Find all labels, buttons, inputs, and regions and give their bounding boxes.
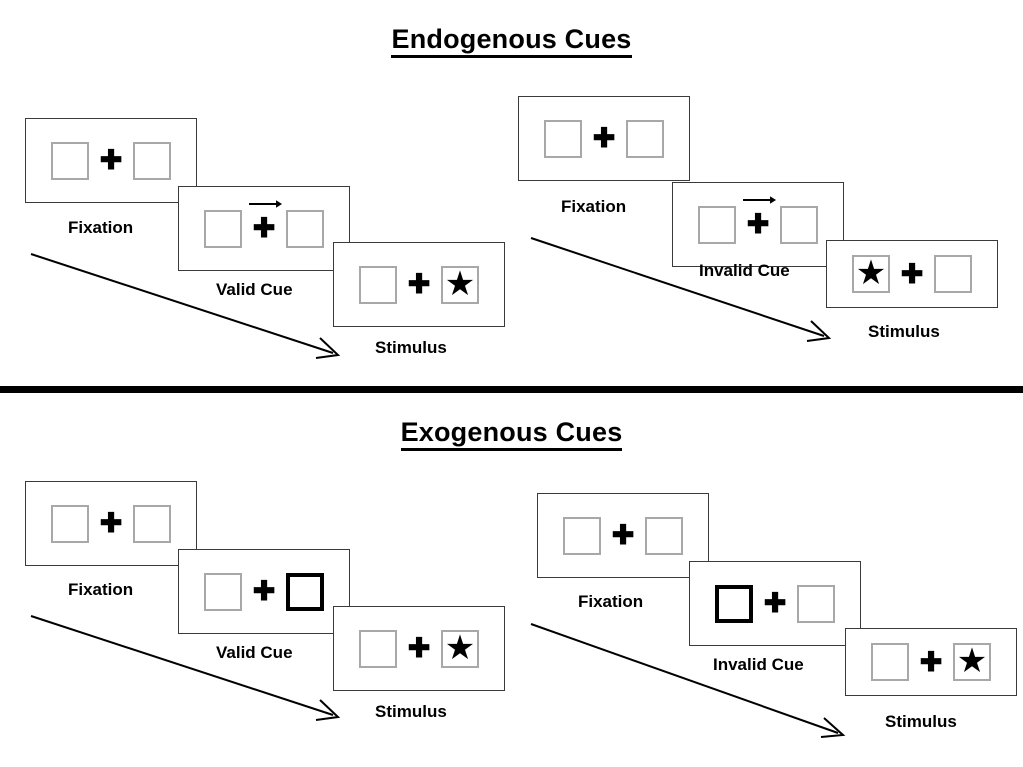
frame-content: ✚ ★	[871, 643, 991, 681]
stage-caption-stimulus: Stimulus	[868, 322, 940, 341]
frame-content: ✚	[51, 141, 171, 180]
placeholder-box-right-target: ★	[953, 643, 991, 681]
placeholder-box-left	[563, 516, 601, 555]
frame-content: ✚	[715, 584, 835, 623]
placeholder-box-left	[871, 643, 909, 681]
stage-caption-stimulus: Stimulus	[375, 702, 447, 721]
trial-frame-fixation: ✚	[537, 493, 709, 578]
placeholder-box-left	[51, 504, 89, 543]
section-title-endogenous: Endogenous Cues	[0, 24, 1023, 58]
placeholder-box-left	[698, 205, 736, 244]
frame-content: ✚	[204, 200, 324, 248]
frame-content: ✚	[204, 572, 324, 611]
section-title-endogenous-text: Endogenous Cues	[391, 24, 632, 58]
stage-caption-invalid-cue: Invalid Cue	[699, 261, 790, 280]
trial-frame-fixation: ✚	[518, 96, 690, 181]
placeholder-box-left	[204, 209, 242, 248]
section-title-exogenous: Exogenous Cues	[0, 417, 1023, 451]
frame-content: ★ ✚	[852, 255, 972, 293]
fixation-cross-icon: ✚	[900, 258, 924, 289]
placeholder-box-left-target: ★	[852, 255, 890, 293]
placeholder-box-left	[359, 265, 397, 304]
trial-frame-stimulus: ✚ ★	[845, 628, 1017, 696]
placeholder-box-left	[359, 629, 397, 668]
target-star-icon: ★	[855, 254, 887, 292]
frame-content: ✚ ★	[359, 264, 479, 304]
placeholder-box-left-cued	[715, 584, 753, 623]
fixation-cross-icon: ✚	[919, 646, 943, 677]
trial-frame-valid-cue: ✚	[178, 186, 350, 271]
fixation-cross-icon: ✚	[242, 200, 286, 242]
stage-caption-valid-cue: Valid Cue	[216, 643, 293, 662]
placeholder-box-left	[544, 119, 582, 158]
target-star-icon: ★	[444, 264, 476, 303]
fixation-cross-icon: ✚	[252, 576, 276, 606]
stage-caption-invalid-cue: Invalid Cue	[713, 655, 804, 674]
placeholder-box-right	[133, 141, 171, 180]
stage-caption-fixation: Fixation	[561, 197, 627, 216]
section-divider	[0, 386, 1023, 393]
placeholder-box-right	[626, 119, 664, 158]
trial-frame-stimulus: ✚ ★	[333, 606, 505, 691]
trial-frame-fixation: ✚	[25, 481, 197, 566]
fixation-cross-icon: ✚	[611, 520, 635, 550]
placeholder-box-right	[934, 255, 972, 293]
target-star-icon: ★	[956, 642, 988, 680]
section-title-exogenous-text: Exogenous Cues	[400, 417, 623, 451]
fixation-cross-icon: ✚	[407, 633, 431, 663]
placeholder-box-right	[133, 504, 171, 543]
fixation-cross-icon: ✚	[99, 145, 123, 175]
fixation-cross-icon: ✚	[592, 123, 616, 153]
stage-caption-stimulus: Stimulus	[885, 712, 957, 731]
trial-frame-invalid-cue: ✚	[689, 561, 861, 646]
placeholder-box-right-target: ★	[441, 628, 479, 668]
stage-caption-valid-cue: Valid Cue	[216, 280, 293, 299]
stage-caption-fixation: Fixation	[68, 218, 134, 237]
frame-content: ✚	[563, 516, 683, 555]
placeholder-box-right	[286, 209, 324, 248]
placeholder-box-left	[204, 572, 242, 611]
frame-content: ✚ ★	[359, 628, 479, 668]
frame-content: ✚	[51, 504, 171, 543]
placeholder-box-right	[797, 584, 835, 623]
trial-frame-fixation: ✚	[25, 118, 197, 203]
fixation-cross-icon: ✚	[99, 508, 123, 538]
arrow-right-cue-icon	[249, 200, 283, 208]
frame-content: ✚	[544, 119, 664, 158]
stage-caption-fixation: Fixation	[68, 580, 134, 599]
placeholder-box-left	[51, 141, 89, 180]
arrow-right-cue-icon	[743, 196, 777, 204]
trial-frame-stimulus: ✚ ★	[333, 242, 505, 327]
placeholder-box-right-target: ★	[441, 264, 479, 304]
placeholder-box-right	[645, 516, 683, 555]
stage-caption-stimulus: Stimulus	[375, 338, 447, 357]
stage-caption-fixation: Fixation	[578, 592, 644, 611]
trial-frame-stimulus: ★ ✚	[826, 240, 998, 308]
fixation-cross-icon: ✚	[736, 196, 780, 238]
placeholder-box-right	[780, 205, 818, 244]
frame-content: ✚	[698, 196, 818, 244]
placeholder-box-right-cued	[286, 572, 324, 611]
trial-frame-valid-cue: ✚	[178, 549, 350, 634]
target-star-icon: ★	[444, 628, 476, 667]
fixation-cross-icon: ✚	[407, 269, 431, 299]
fixation-cross-icon: ✚	[763, 588, 787, 618]
trial-frame-invalid-cue: ✚	[672, 182, 844, 267]
